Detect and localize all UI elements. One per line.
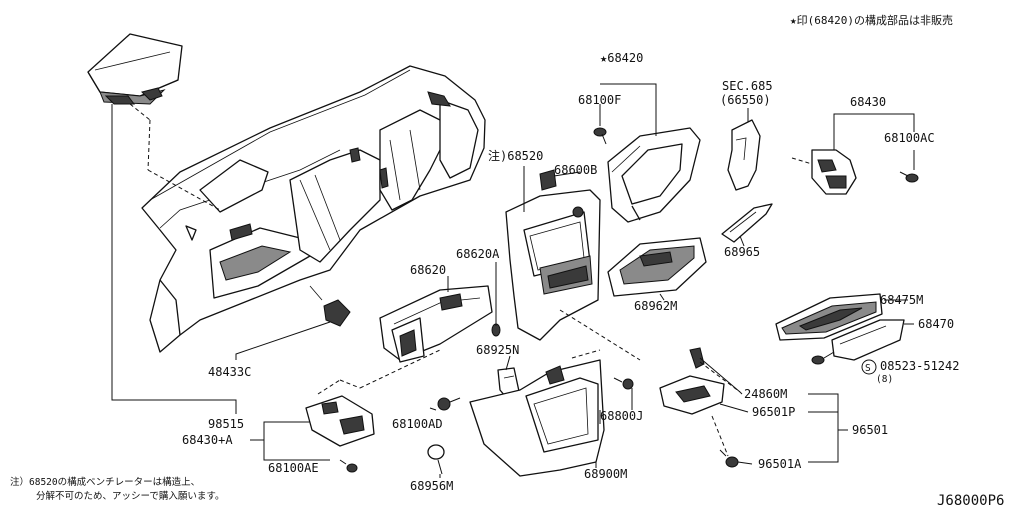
label-48433c: 48433C (208, 365, 251, 379)
bracket-24860m (689, 347, 741, 393)
instrument-panel (141, 65, 486, 353)
lower-cover-68900m (469, 349, 605, 477)
leader-lines (111, 83, 915, 478)
label-68620a: 68620A (456, 247, 500, 261)
switch-68430 (791, 149, 857, 195)
diagram-code: J68000P6 (937, 493, 1004, 509)
label-68100ac: 68100AC (884, 131, 935, 145)
label-68100ae: 68100AE (268, 461, 319, 475)
screw-68100ad (437, 397, 461, 411)
label-08523: 08523-51242 (880, 359, 959, 373)
label-68965: 68965 (724, 245, 760, 259)
label-68470: 68470 (918, 317, 954, 331)
label-68420: ★68420 (600, 51, 643, 65)
lid-68470 (831, 319, 905, 361)
label-sec685-sub: (66550) (720, 93, 771, 107)
trim-sec685 (727, 119, 761, 191)
box-96501p (659, 375, 725, 415)
label-68620: 68620 (410, 263, 446, 277)
screw-08523: S (811, 351, 877, 375)
label-68520: 注)68520 (488, 148, 543, 163)
finisher-68475m (775, 293, 883, 341)
label-68430a: 68430+A (182, 433, 233, 447)
screw-68620a (491, 316, 501, 337)
panel-68965 (721, 203, 773, 243)
plug-68956m (427, 444, 445, 475)
note-top: ★印(68420)の構成部品は非販売 (790, 13, 953, 27)
meter-hood-68420 (607, 127, 701, 223)
label-68962m: 68962M (634, 299, 677, 313)
label-98515: 98515 (208, 417, 244, 431)
label-68430: 68430 (850, 95, 886, 109)
clip-68600b (539, 169, 557, 191)
bolt-48433c (309, 285, 351, 327)
label-24860m: 24860M (744, 387, 787, 401)
pocket-68962m (607, 237, 707, 297)
label-68600b: 68600B (554, 163, 597, 177)
label-68100ad: 68100AD (392, 417, 443, 431)
screw-68100ae (339, 459, 358, 473)
label-96501p: 96501P (752, 405, 795, 419)
label-68800j: 68800J (600, 409, 643, 423)
label-96501a: 96501A (758, 457, 802, 471)
screw-96501a (719, 449, 739, 468)
note-bottom-line-1: 注）68520の構成ベンチレーターは構造上、 (10, 476, 200, 488)
screw-prefix-symbol: S (865, 363, 871, 374)
screw-68100f (593, 127, 607, 145)
screw-68100ac (899, 171, 919, 183)
airbag-module (87, 33, 183, 105)
label-96501: 96501 (852, 423, 888, 437)
label-08523-qty: (8) (876, 374, 893, 385)
label-sec685: SEC.685 (722, 79, 773, 93)
label-68956m: 68956M (410, 479, 453, 493)
label-68100f: 68100F (578, 93, 621, 107)
label-68475m: 68475M (880, 293, 923, 307)
label-68925n: 68925N (476, 343, 519, 357)
screw-68800j (613, 377, 634, 390)
center-cluster-68520 (505, 189, 601, 341)
switch-68430a (305, 395, 375, 447)
label-68900m: 68900M (584, 467, 627, 481)
note-bottom-line-2: 分解不可のため、アッシーで購入願います。 (36, 490, 224, 502)
